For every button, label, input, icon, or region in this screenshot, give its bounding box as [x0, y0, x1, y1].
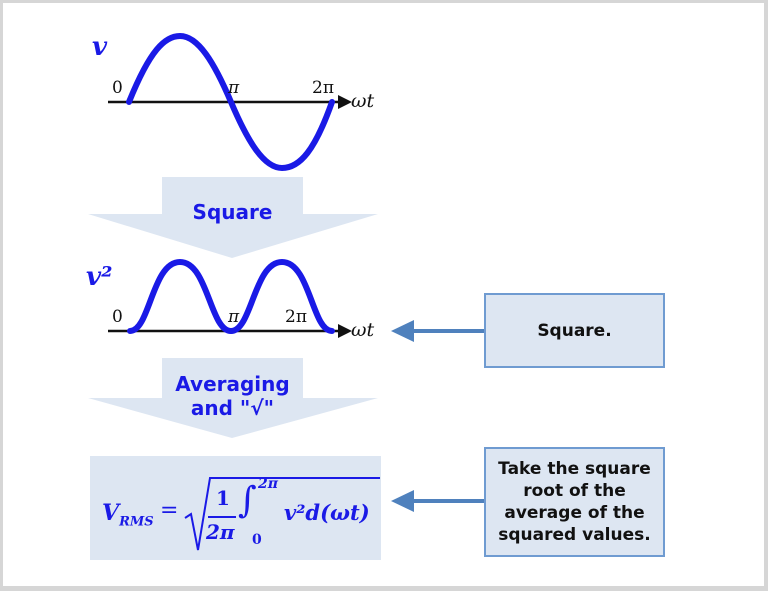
tick-pi: π — [228, 307, 240, 327]
tick-two-pi: 2π — [312, 78, 334, 98]
pointer-arrow-icon — [391, 490, 414, 512]
axis-arrowhead-icon — [338, 324, 352, 338]
integral-upper-limit: 2π — [258, 476, 278, 492]
axis-arrowhead-icon — [338, 95, 352, 109]
squared-wave-curve — [127, 258, 335, 335]
fraction-numerator: 1 — [216, 486, 230, 510]
sine-wave-curve — [126, 32, 335, 172]
integral-sign-icon: ∫ — [238, 480, 257, 521]
square-step-label: Square — [192, 200, 273, 224]
axis-label-omega-t: ωt — [351, 319, 375, 341]
rms-formula-box: VRMS = 1 2π ∫ 2π 0 v²d(ωt) — [90, 456, 381, 560]
square-root-sign-icon — [184, 477, 380, 551]
averaging-step-label: Averaging and "√" — [150, 372, 315, 420]
voltage-squared-label: v² — [86, 262, 113, 292]
rms-subscript: RMS — [119, 514, 154, 530]
integral-lower-limit: 0 — [252, 532, 262, 548]
tick-pi: π — [228, 78, 240, 98]
square-note-box: Square. — [484, 293, 665, 368]
axis-label-omega-t: ωt — [351, 90, 375, 112]
v-symbol: V — [102, 500, 120, 526]
averaging-label-line1: Averaging — [175, 372, 290, 396]
tick-zero: 0 — [112, 78, 123, 98]
tick-zero: 0 — [112, 307, 123, 327]
averaging-step-arrow — [88, 358, 378, 438]
formula-lhs: VRMS — [102, 500, 154, 529]
root-note-box: Take the square root of the average of t… — [484, 447, 665, 557]
square-step-arrow — [88, 177, 378, 258]
tick-two-pi: 2π — [285, 307, 307, 327]
formula-equals: = — [160, 498, 179, 523]
voltage-label: v — [92, 32, 108, 62]
pointer-arrow-icon — [391, 320, 414, 342]
integrand: v²d(ωt) — [284, 500, 370, 525]
fraction-denominator: 2π — [206, 520, 235, 544]
averaging-label-line2: and "√" — [190, 396, 275, 420]
